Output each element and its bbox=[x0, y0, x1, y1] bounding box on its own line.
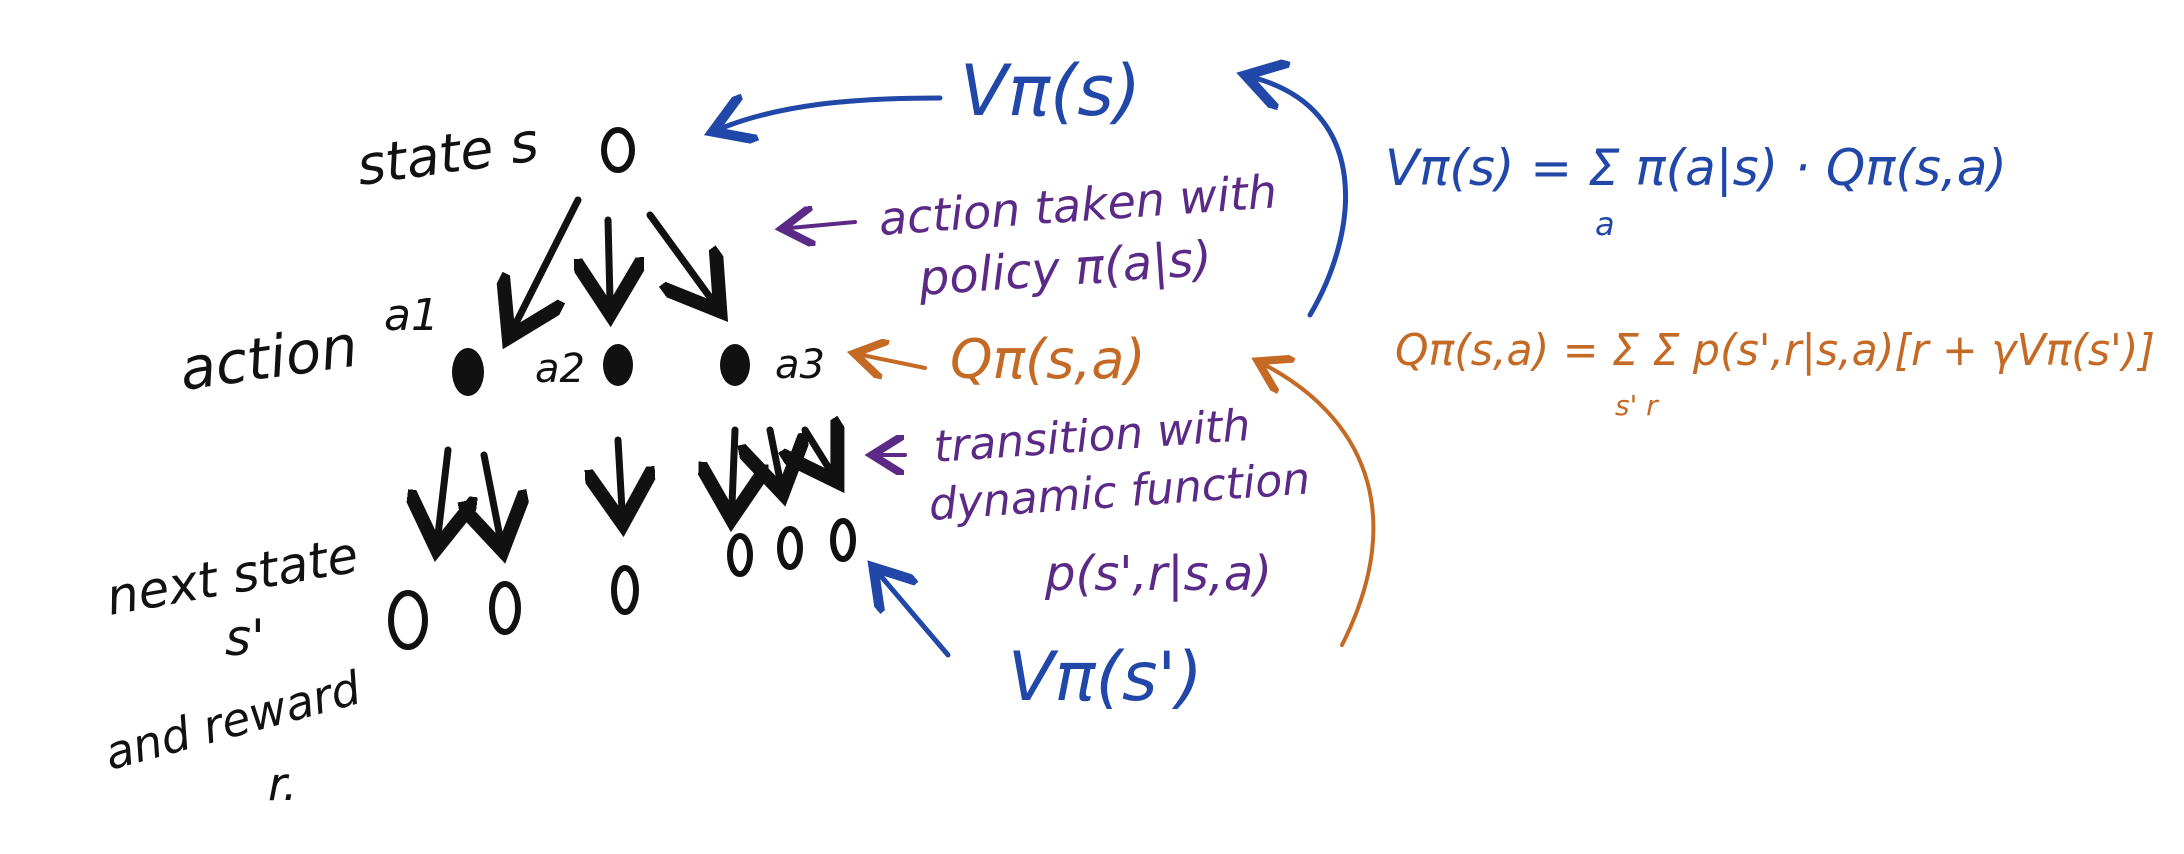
next-state-label-line2: s' bbox=[225, 609, 265, 667]
v-next-to-q-curve-arrow bbox=[1265, 365, 1376, 647]
root-to-a3-arrow bbox=[646, 211, 712, 300]
next-state-node-6 bbox=[830, 518, 856, 562]
action-node-a2 bbox=[603, 344, 633, 386]
next-state-node-5 bbox=[777, 526, 803, 570]
q-equation-sum-subscript: s' r bbox=[1615, 389, 1659, 422]
action-label: action bbox=[175, 312, 361, 404]
q-value-arrow bbox=[862, 355, 927, 368]
q-to-v-curve-arrow bbox=[1255, 78, 1349, 318]
action-a3-label: a3 bbox=[775, 342, 825, 388]
policy-annotation-line2: policy π(a|s) bbox=[916, 231, 1214, 307]
next-state-node-4 bbox=[727, 533, 753, 577]
transition-annotation-line3: p(s',r|s,a) bbox=[1044, 546, 1272, 602]
a2-to-s3-arrow bbox=[618, 436, 622, 510]
a1-to-s1-arrow bbox=[438, 446, 448, 535]
next-state-label-line3: and reward bbox=[99, 660, 367, 780]
policy-annotation-line1: action taken with bbox=[877, 164, 1279, 246]
v-next-state-label: Vπ(s') bbox=[1008, 638, 1203, 717]
a3-to-s5-arrow bbox=[770, 426, 780, 480]
root-state-node bbox=[601, 127, 635, 173]
v-equation: Vπ(s) = Σ π(a|s) · Qπ(s,a) bbox=[1385, 139, 2007, 197]
v-state-label: Vπ(s) bbox=[960, 50, 1141, 132]
action-node-a3 bbox=[720, 344, 750, 386]
next-state-node-1 bbox=[388, 590, 428, 650]
root-to-a1-arrow bbox=[515, 196, 582, 325]
next-state-node-2 bbox=[489, 581, 521, 635]
root-to-a2-arrow bbox=[608, 216, 610, 300]
action-node-a1 bbox=[452, 348, 484, 396]
a3-to-s4-arrow bbox=[732, 426, 735, 505]
v-state-arrow bbox=[722, 98, 943, 128]
action-a1-label: a1 bbox=[384, 290, 439, 341]
a1-to-s2-arrow bbox=[484, 451, 500, 537]
policy-arrow bbox=[790, 222, 857, 228]
state-label: state s bbox=[353, 110, 542, 198]
next-state-label-line4: r. bbox=[268, 757, 297, 811]
action-a2-label: a2 bbox=[535, 346, 585, 392]
v-equation-sum-subscript: a bbox=[1595, 205, 1615, 243]
v-next-state-arrow bbox=[880, 575, 951, 658]
q-value-label: Qπ(s,a) bbox=[950, 328, 1146, 391]
q-equation: Qπ(s,a) = Σ Σ p(s',r|s,a)[r + γVπ(s')] bbox=[1395, 325, 2155, 376]
next-state-node-3 bbox=[611, 565, 639, 615]
a3-to-s6-arrow bbox=[805, 430, 830, 470]
